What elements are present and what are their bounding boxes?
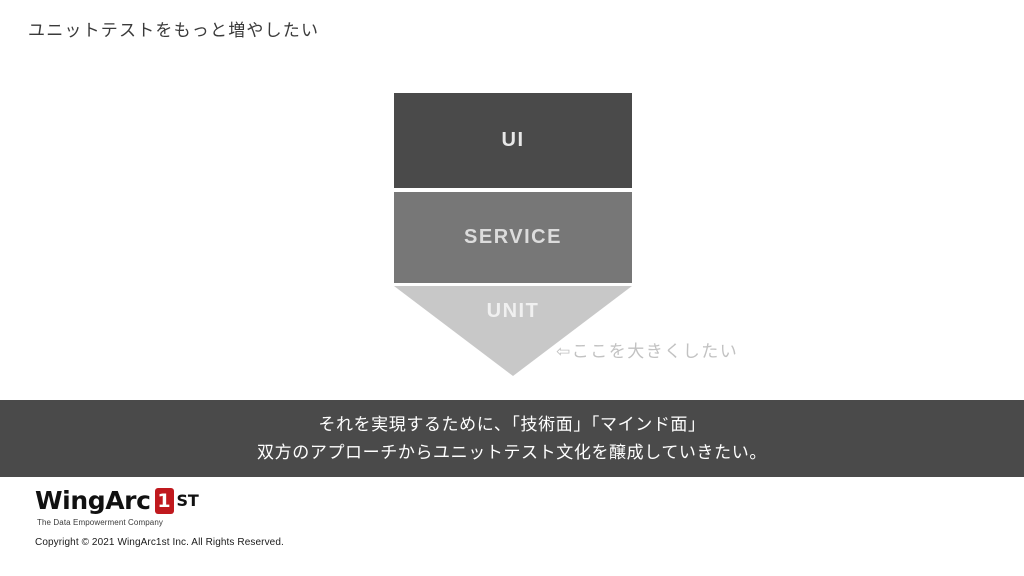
pyramid-layer-unit-label: UNIT bbox=[486, 300, 540, 322]
pyramid-layer-service: SERVICE bbox=[394, 192, 632, 283]
page-title: ユニットテストをもっと増やしたい bbox=[28, 21, 320, 40]
pyramid-layer-service-label: SERVICE bbox=[464, 226, 562, 248]
logo-tagline: The Data Empowerment Company bbox=[37, 518, 163, 527]
left-arrow-icon: ⇦ bbox=[556, 342, 572, 361]
message-banner-line-1: それを実現するために、「技術面」「マインド面」 bbox=[318, 414, 706, 434]
callout-text: ここを大きくしたい bbox=[571, 342, 739, 361]
test-pyramid-diagram: UI SERVICE UNIT bbox=[394, 93, 632, 376]
pyramid-layer-ui-label: UI bbox=[501, 129, 525, 151]
logo-brand-text: WingArc bbox=[35, 486, 151, 515]
copyright-text: Copyright © 2021 WingArc1st Inc. All Rig… bbox=[35, 537, 284, 548]
footer-logo-block: WingArc 1 ST The Data Empowerment Compan… bbox=[35, 486, 199, 527]
logo-one-badge-icon: 1 bbox=[154, 487, 174, 514]
pyramid-layer-ui: UI bbox=[394, 93, 632, 188]
message-banner: それを実現するために、「技術面」「マインド面」 双方のアプローチからユニットテス… bbox=[0, 400, 1024, 477]
message-banner-line-2: 双方のアプローチからユニットテスト文化を醸成していきたい。 bbox=[257, 442, 767, 462]
callout-annotation: ⇦ここを大きくしたい bbox=[556, 340, 738, 364]
wingarc-logo: WingArc 1 ST bbox=[35, 486, 199, 515]
logo-suffix-text: ST bbox=[176, 491, 199, 510]
pyramid-layer-unit: UNIT bbox=[394, 286, 632, 376]
